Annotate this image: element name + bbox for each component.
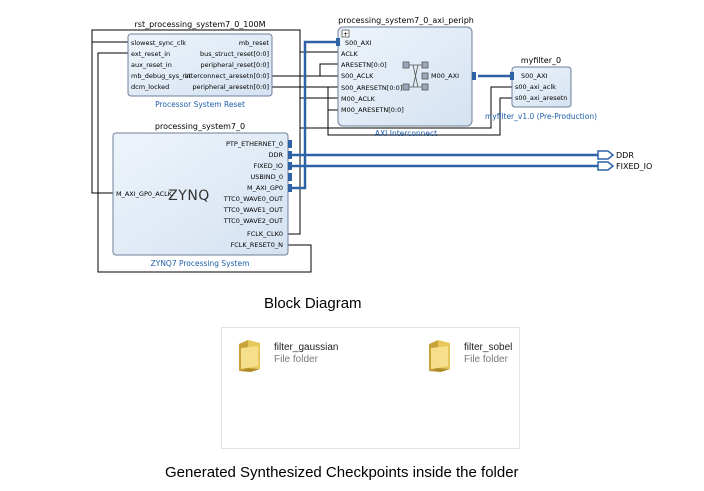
ps-fixed-io-bus-port[interactable] (288, 162, 292, 170)
myfilter-port-s00-axi-aclk: s00_axi_aclk (515, 83, 556, 91)
axi-s00-axi-bus-port[interactable] (336, 38, 340, 46)
bus-wires (290, 40, 598, 190)
myfilter-block-subtitle: myfilter_v1.0 (Pre-Production) (485, 112, 597, 121)
fixed-io-port-label: FIXED_IO (616, 162, 652, 171)
axi-port-m00-axi: M00_AXI (431, 72, 459, 80)
axi-port-aresetn: ARESETN[0:0] (341, 61, 387, 69)
axi-m00-axi-bus-port[interactable] (472, 72, 476, 80)
expand-icon[interactable] (341, 29, 350, 38)
ps-block-subtitle: ZYNQ7 Processing System (151, 259, 250, 268)
myfilter-s00-axi-bus-port[interactable] (510, 72, 514, 80)
rst-block[interactable]: rst_processing_system7_0_100M slowest_sy… (127, 20, 273, 109)
folder-icon (429, 340, 450, 372)
ps-port-ptp-ethernet-0: PTP_ETHERNET_0 (226, 140, 283, 148)
axi-block-subtitle: AXI Interconnect (375, 129, 437, 138)
folder-view: filter_gaussian File folder filter_sobel… (221, 327, 520, 449)
ps-m-axi-gp0-bus-port[interactable] (288, 184, 292, 192)
rst-port-aux-reset-in: aux_reset_in (131, 61, 172, 69)
wire-fclk-reset[interactable] (97, 52, 312, 273)
folder-item-sobel[interactable]: filter_sobel File folder (426, 338, 576, 378)
rst-port-peripheral-aresetn: peripheral_aresetn[0:0] (192, 83, 269, 91)
axi-block-title: processing_system7_0_axi_periph (338, 16, 474, 25)
checkpoints-caption: Generated Synthesized Checkpoints inside… (165, 464, 519, 481)
bus-m-axi-gp0[interactable] (290, 40, 337, 190)
ps-port-ddr: DDR (268, 151, 283, 159)
wire-fclk-to-myfilter-aclk[interactable] (300, 86, 512, 129)
ddr-port-icon (597, 150, 615, 160)
rst-port-peripheral-reset: peripheral_reset[0:0] (200, 61, 269, 69)
ps-port-fclk-clk0: FCLK_CLK0 (247, 230, 283, 238)
rst-block-title: rst_processing_system7_0_100M (135, 20, 266, 29)
block-diagram-caption: Block Diagram (264, 295, 362, 312)
ps-port-fclk-reset0-n: FCLK_RESET0_N (231, 241, 284, 249)
ps-port-ttc0-wave0-out: TTC0_WAVE0_OUT (223, 195, 283, 203)
rst-port-bus-struct-reset: bus_struct_reset[0:0] (200, 50, 269, 58)
wire-fclk-clk0[interactable] (288, 51, 342, 235)
fixed-io-port-icon (597, 161, 615, 171)
ps-port-ttc0-wave1-out: TTC0_WAVE1_OUT (223, 206, 283, 214)
axi-port-m00-aclk: M00_ACLK (341, 95, 376, 103)
myfilter-block[interactable]: myfilter_0 S00_AXI s00_axi_aclk s00_axi_… (485, 56, 597, 121)
wire-fclk-to-rst[interactable] (91, 29, 301, 52)
axi-port-aclk: ACLK (341, 50, 358, 58)
wire-fclk-to-ps-aclk[interactable] (91, 42, 113, 194)
folder-item-gaussian[interactable]: filter_gaussian File folder (236, 338, 386, 378)
ps-port-m-axi-gp0: M_AXI_GP0 (247, 184, 283, 192)
ps-usbind-bus-port[interactable] (288, 173, 292, 181)
external-port-ddr[interactable]: DDR (597, 150, 634, 160)
ps-port-m-axi-gp0-aclk: M_AXI_GP0_ACLK (116, 190, 173, 198)
ps-ptp-bus-port[interactable] (288, 140, 292, 148)
myfilter-block-body (511, 66, 572, 108)
external-port-fixed-io[interactable]: FIXED_IO (597, 161, 652, 171)
axi-port-m00-aresetn: M00_ARESETN[0:0] (341, 106, 404, 114)
block-diagram: rst_processing_system7_0_100M slowest_sy… (91, 16, 652, 273)
folder-name: filter_gaussian (274, 342, 339, 353)
ps-port-fixed-io: FIXED_IO (253, 162, 283, 170)
rst-port-slowest-sync-clk: slowest_sync_clk (131, 39, 186, 47)
expand-plus: + (343, 30, 348, 38)
wire-peripheral-aresetn-myfilter[interactable] (327, 97, 512, 136)
ps-block[interactable]: processing_system7_0 M_AXI_GP0_ACLK ZYNQ… (112, 122, 292, 268)
ps-port-ttc0-wave2-out: TTC0_WAVE2_OUT (223, 217, 283, 225)
wires (91, 29, 512, 273)
rst-port-mb-debug-sys-rst: mb_debug_sys_rst (131, 72, 191, 80)
rst-block-body (127, 33, 273, 97)
rst-port-ext-reset-in: ext_reset_in (131, 50, 170, 58)
rst-block-subtitle: Processor System Reset (155, 100, 245, 109)
crossbar-icon (402, 61, 429, 91)
axi-port-s00-aclk: S00_ACLK (341, 72, 374, 80)
wire-interconnect-aresetn[interactable] (272, 63, 342, 77)
axi-port-s00-axi: S00_AXI (345, 39, 372, 47)
myfilter-port-s00-axi: S00_AXI (521, 72, 548, 80)
ps-block-title: processing_system7_0 (155, 122, 245, 131)
rst-port-mb-reset: mb_reset (239, 39, 270, 47)
ddr-port-label: DDR (616, 151, 634, 160)
rst-port-interconnect-aresetn: interconnect_aresetn[0:0] (185, 72, 269, 80)
myfilter-port-s00-axi-aresetn: s00_axi_aresetn (515, 94, 567, 102)
folder-name: filter_sobel (464, 342, 513, 353)
folder-type: File folder (464, 354, 508, 365)
rst-port-dcm-locked: dcm_locked (131, 83, 169, 91)
myfilter-block-title: myfilter_0 (521, 56, 561, 65)
folder-icon (239, 340, 260, 372)
axi-interconnect-block[interactable]: processing_system7_0_axi_periph + S00_AX… (336, 16, 476, 138)
folder-type: File folder (274, 354, 318, 365)
ps-block-body (112, 132, 289, 256)
ps-port-usbind-0: USBIND_0 (250, 173, 283, 181)
zynq-logo: ZYNQ (168, 188, 210, 204)
ps-ddr-bus-port[interactable] (288, 151, 292, 159)
axi-port-s00-aresetn: S00_ARESETN[0:0] (341, 84, 402, 92)
